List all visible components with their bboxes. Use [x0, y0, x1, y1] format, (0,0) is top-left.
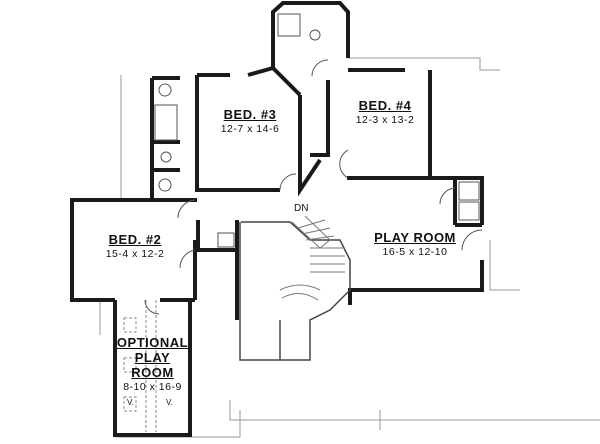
- sink-bottom: [158, 178, 172, 192]
- room-name-line: ROOM: [131, 364, 174, 380]
- room-dims: 12-3 x 13-2: [355, 113, 415, 126]
- staircase: [279, 215, 345, 301]
- wall-bed2: [70, 198, 152, 302]
- shower: [277, 13, 301, 37]
- room-label-bed4: BED. #4 12-3 x 13-2: [340, 98, 430, 126]
- vent-label: V.: [127, 398, 134, 407]
- room-name: BED. #4: [358, 98, 412, 113]
- fixtures: [154, 13, 480, 248]
- room-label-optional-playroom: OPTIONAL PLAY ROOM 8-10 x 16-9: [115, 335, 190, 393]
- room-name: BED. #2: [108, 232, 162, 247]
- wall-optional-playroom: [113, 300, 192, 437]
- wall-bath: [150, 78, 197, 202]
- room-dims: 16-5 x 12-10: [382, 245, 448, 258]
- door-swings: [144, 59, 483, 315]
- dryer: [458, 201, 480, 221]
- room-label-bed2: BED. #2 15-4 x 12-2: [90, 232, 180, 260]
- room-name: BED. #3: [223, 107, 277, 122]
- bathtub: [154, 104, 178, 141]
- wall-bed3: [195, 75, 280, 192]
- room-name-line: OPTIONAL: [116, 335, 189, 350]
- room-dims: 8-10 x 16-9: [123, 380, 182, 393]
- stair-down-label: DN: [294, 203, 309, 214]
- optional-room-dashes: [123, 300, 157, 432]
- room-dims: 12-7 x 14-6: [220, 122, 280, 135]
- stair-hall: [239, 221, 351, 361]
- room-dims: 15-4 x 12-2: [105, 247, 165, 260]
- wall-tower: [271, 1, 350, 68]
- sink-top: [158, 83, 172, 97]
- walls: [70, 1, 484, 437]
- wall-playroom: [430, 176, 484, 225]
- toilet: [160, 151, 172, 163]
- room-label-bed3: BED. #3 12-7 x 14-6: [200, 107, 300, 135]
- washer: [458, 181, 480, 201]
- tower-sink: [309, 29, 321, 41]
- room-name-line: PLAY: [134, 349, 171, 365]
- vent-label: V.: [166, 398, 173, 407]
- room-label-playroom: PLAY ROOM 16-5 x 12-10: [355, 230, 475, 258]
- room-name: PLAY ROOM: [374, 230, 456, 245]
